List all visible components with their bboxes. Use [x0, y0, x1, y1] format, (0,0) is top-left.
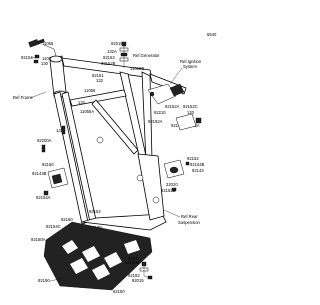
label-92161: 92161: [92, 73, 104, 78]
ref-ignition-label-1: Ref.Ignition: [180, 59, 202, 64]
ref-rear-label-2: Suspension: [178, 220, 201, 225]
left-skid-bracket: [47, 167, 69, 189]
label-11056: 11056: [84, 88, 96, 93]
right-upper-bracket: [147, 83, 185, 105]
right-pivot-bracket: [163, 159, 190, 179]
ref-ignition-label-2: System: [183, 64, 197, 69]
diagram-code: 5540: [207, 32, 217, 37]
label-92150: 92150: [113, 289, 125, 294]
label-92160a: 92160A: [31, 237, 46, 242]
label-92153: 92153: [103, 55, 115, 60]
label-92154: 92154: [21, 55, 33, 60]
label-92152b: 92152B: [101, 61, 116, 66]
main-frame: [49, 55, 187, 231]
label-92210: 92210: [154, 110, 166, 115]
label-92043: 92043: [128, 256, 140, 261]
label-92200a: 92200A: [37, 138, 52, 143]
top-left-bracket: [28, 38, 57, 57]
label-132a: 132A: [107, 49, 117, 54]
label-32020: 32020: [166, 182, 178, 187]
label-92152: 92152: [187, 156, 199, 161]
label-92154c: 92154C: [46, 224, 61, 229]
label-132b: 132: [78, 100, 86, 105]
label-92192: 92192: [128, 273, 140, 278]
label-92160b: 92160B: [125, 260, 140, 265]
label-120: 120: [187, 110, 195, 115]
label-11056a: 11056A: [80, 109, 94, 114]
label-92160: 92160: [61, 217, 73, 222]
label-92192a: 92192A: [148, 119, 163, 124]
label-92143b: 92143B: [32, 171, 47, 176]
label-92015: 92015: [111, 41, 123, 46]
ref-rear-label-1: Ref.Rear: [181, 214, 198, 219]
label-92015b: 92015: [132, 278, 144, 283]
label-132: 132: [96, 78, 104, 83]
label-130: 130: [41, 61, 49, 66]
label-92154b: 92154B: [190, 162, 205, 167]
label-92060: 92150: [42, 162, 54, 167]
label-92152c: 92152C: [183, 104, 198, 109]
label-92152d: 92152D: [161, 188, 176, 193]
label-92143: 92143: [192, 168, 204, 173]
ref-generator-label: Ref.Generator: [133, 53, 160, 58]
ref-frame-label: Ref.Frame: [13, 95, 33, 100]
label-92190: 92190: [38, 278, 50, 283]
label-92154a: 92154A: [36, 195, 51, 200]
label-11056b: 11056B: [130, 66, 144, 71]
bottom-bolts: [139, 261, 153, 280]
skid-plate: [43, 221, 153, 291]
top-bolt-stack: [119, 41, 129, 68]
label-11055b: 11055: [42, 56, 54, 61]
frame-exploded-diagram: 5540 11055 92154 11055 130 Ref.Frame: [13, 32, 217, 294]
label-132c: 132: [56, 128, 64, 133]
label-92152a: 92152A: [165, 104, 180, 109]
diagram-canvas: 5540 11055 92154 11055 130 Ref.Frame: [13, 32, 217, 294]
label-11055-top: 11055: [42, 41, 54, 46]
label-92152e: 92152: [89, 209, 101, 214]
right-mid-bracket: [175, 113, 202, 131]
